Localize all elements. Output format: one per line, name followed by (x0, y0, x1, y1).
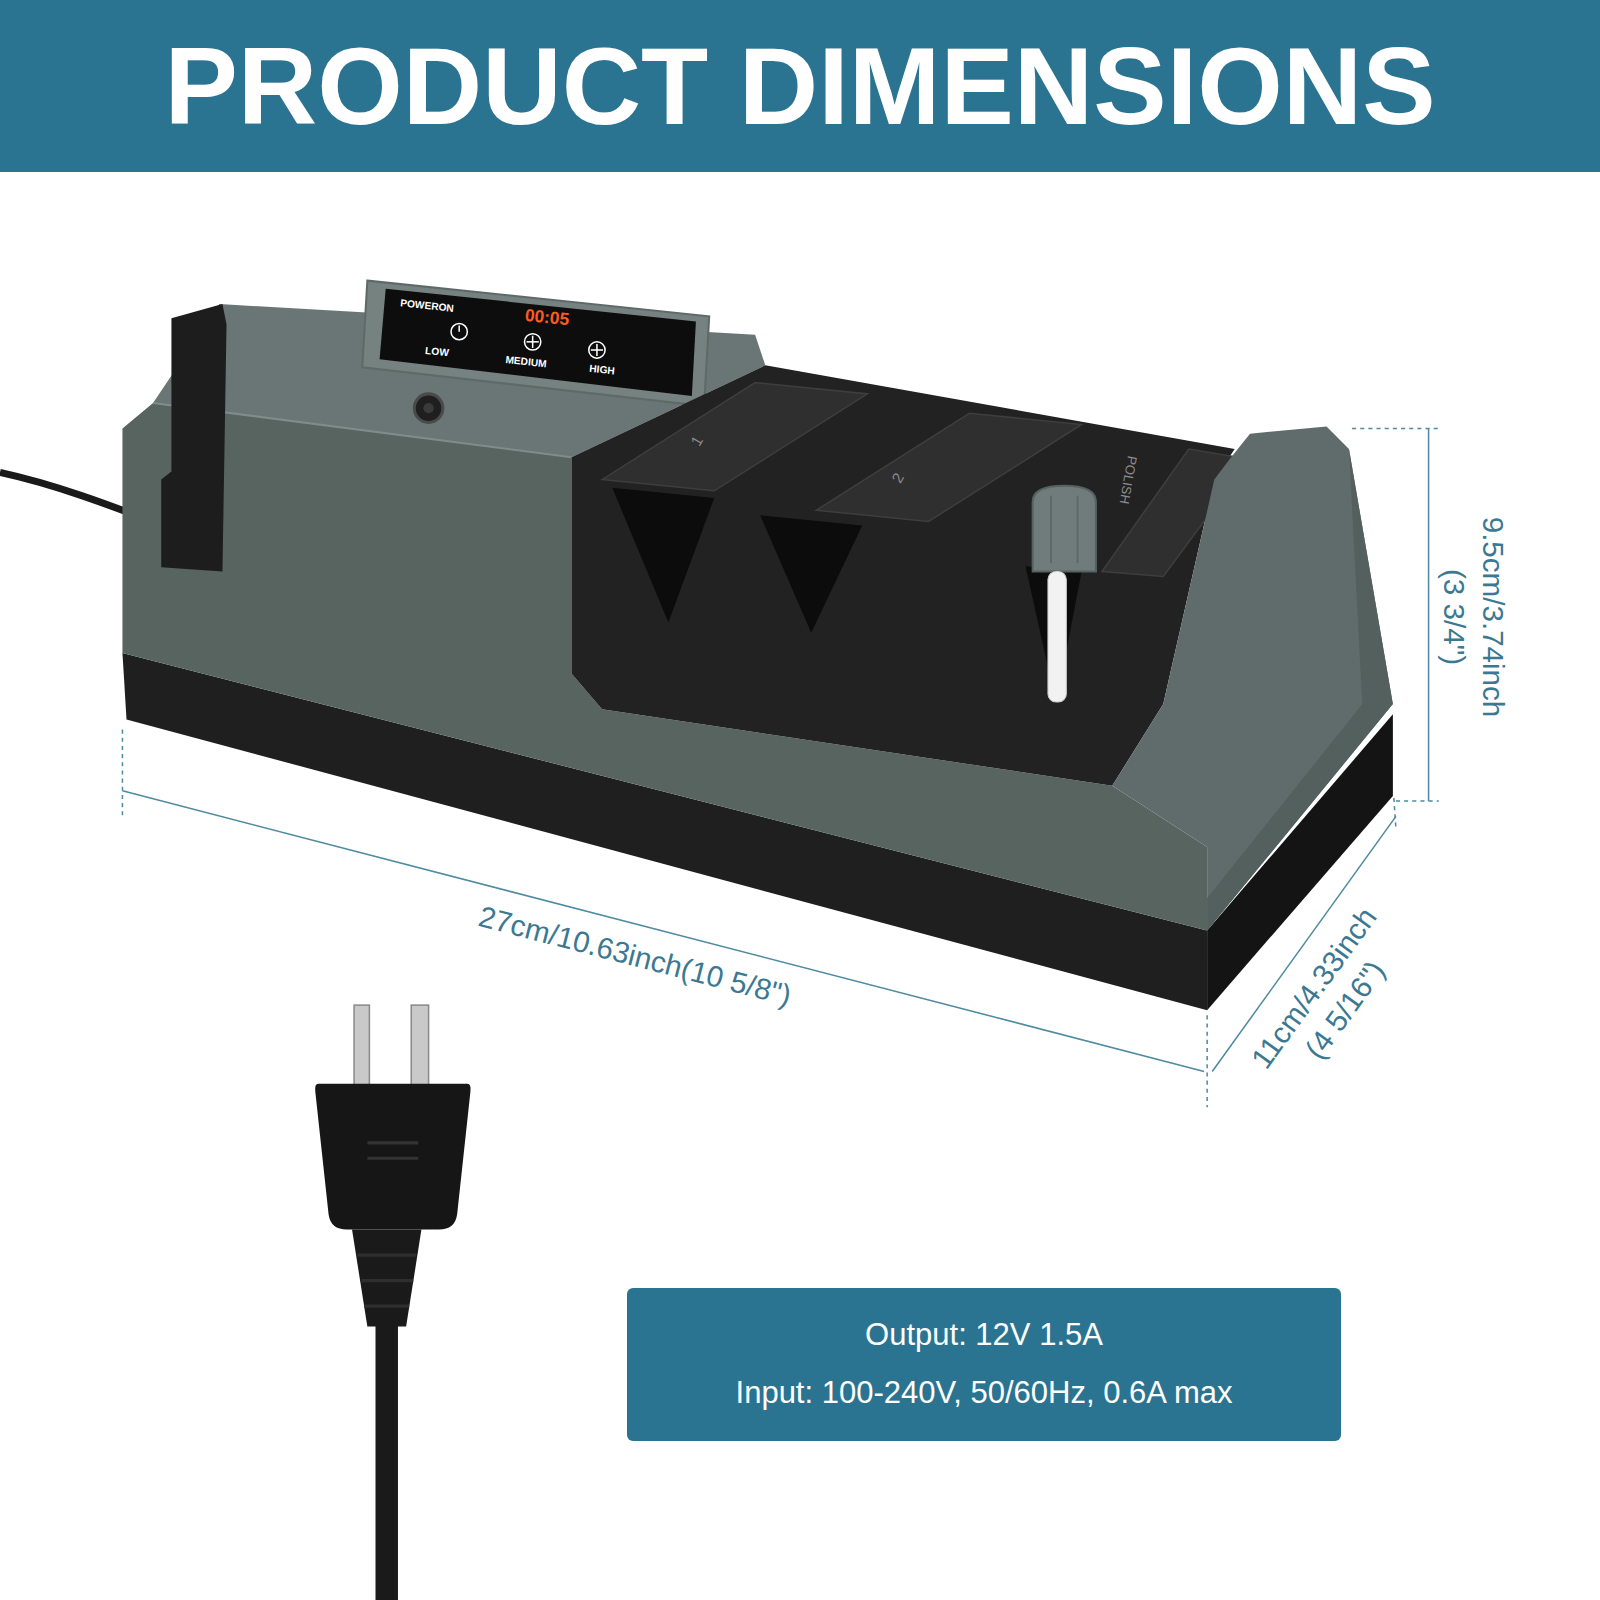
mode-icon (524, 334, 540, 350)
end-cap (161, 304, 226, 571)
slot-number: 2 (888, 469, 908, 485)
polish-rod-cap (1077, 496, 1079, 563)
strain-relief (357, 1254, 416, 1257)
display-text: LOW (424, 345, 449, 359)
mode-icon (596, 344, 598, 356)
strain-relief (364, 1305, 409, 1308)
display-text: POWERON (399, 297, 454, 314)
extension-line (1396, 800, 1439, 802)
title-band: PRODUCT DIMENSIONS (0, 0, 1600, 172)
display-text: HIGH (589, 363, 616, 377)
polish-rod-cap (1033, 486, 1096, 572)
power-button (423, 403, 433, 413)
power-button (414, 394, 443, 423)
display-bezel (362, 281, 709, 407)
extension-line (122, 730, 124, 817)
strain-relief (352, 1230, 421, 1327)
polish-rod-cap (1050, 496, 1052, 563)
extension-line (1352, 428, 1439, 430)
plug-body (315, 1084, 471, 1230)
dimension-text: 9.5cm/3.74inch (1476, 517, 1510, 718)
slot-label: POLISH (1116, 454, 1139, 505)
slot-number: 1 (687, 433, 707, 449)
dimension-line (1212, 816, 1396, 1071)
plug-cord (376, 1324, 398, 1600)
display-text: MEDIUM (504, 354, 546, 370)
sharpening-slot (1026, 566, 1082, 704)
spec-box: Output: 12V 1.5A Input: 100-240V, 50/60Hz… (627, 1288, 1341, 1441)
dimension-text: (3 3/4") (1437, 569, 1471, 665)
sharpening-slot (760, 515, 862, 632)
mode-icon (451, 323, 467, 339)
dimension-line (122, 791, 1204, 1072)
slot-insert (571, 365, 1234, 785)
dimension-line (1428, 429, 1430, 801)
mode-icon (458, 326, 460, 332)
mode-icon (589, 342, 605, 358)
spec-text: Output: 12V 1.5A (865, 1316, 1103, 1355)
plug-prong (411, 1005, 428, 1097)
strain-relief (361, 1279, 413, 1282)
dimension-text: 27cm/10.63inch(10 5/8") (475, 899, 795, 1012)
sharpening-slot (612, 488, 714, 623)
display-timer: 00:05 (524, 306, 570, 330)
extension-line (1394, 798, 1396, 829)
spec-text: Input: 100-240V, 50/60Hz, 0.6A max (736, 1374, 1233, 1413)
plug-body (367, 1157, 418, 1160)
mode-icon (532, 336, 534, 348)
end-tower (1112, 427, 1393, 931)
slot-ridge (602, 383, 867, 491)
plug-prong (354, 1005, 369, 1092)
polish-rod (1048, 571, 1066, 702)
title-text: PRODUCT DIMENSIONS (164, 31, 1435, 141)
plug-body (367, 1141, 418, 1144)
extension-line (1206, 1015, 1208, 1107)
display-screen (380, 289, 696, 396)
